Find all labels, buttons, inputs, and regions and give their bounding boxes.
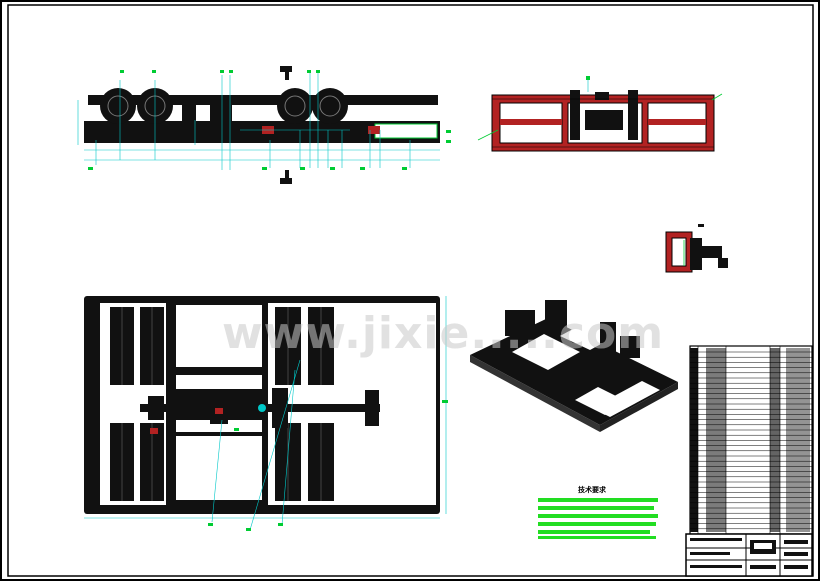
- title-block: [685, 533, 813, 577]
- technical-notes: [538, 498, 658, 539]
- parts-list-table: [689, 345, 813, 535]
- plan-view: [84, 296, 448, 531]
- side-section-view: [477, 76, 723, 152]
- inner-border: [7, 4, 814, 577]
- front-elevation-view: [77, 66, 451, 184]
- isometric-view: [470, 300, 678, 432]
- technical-notes-title: 技术要求: [578, 486, 606, 494]
- detail-section-view: [665, 224, 728, 273]
